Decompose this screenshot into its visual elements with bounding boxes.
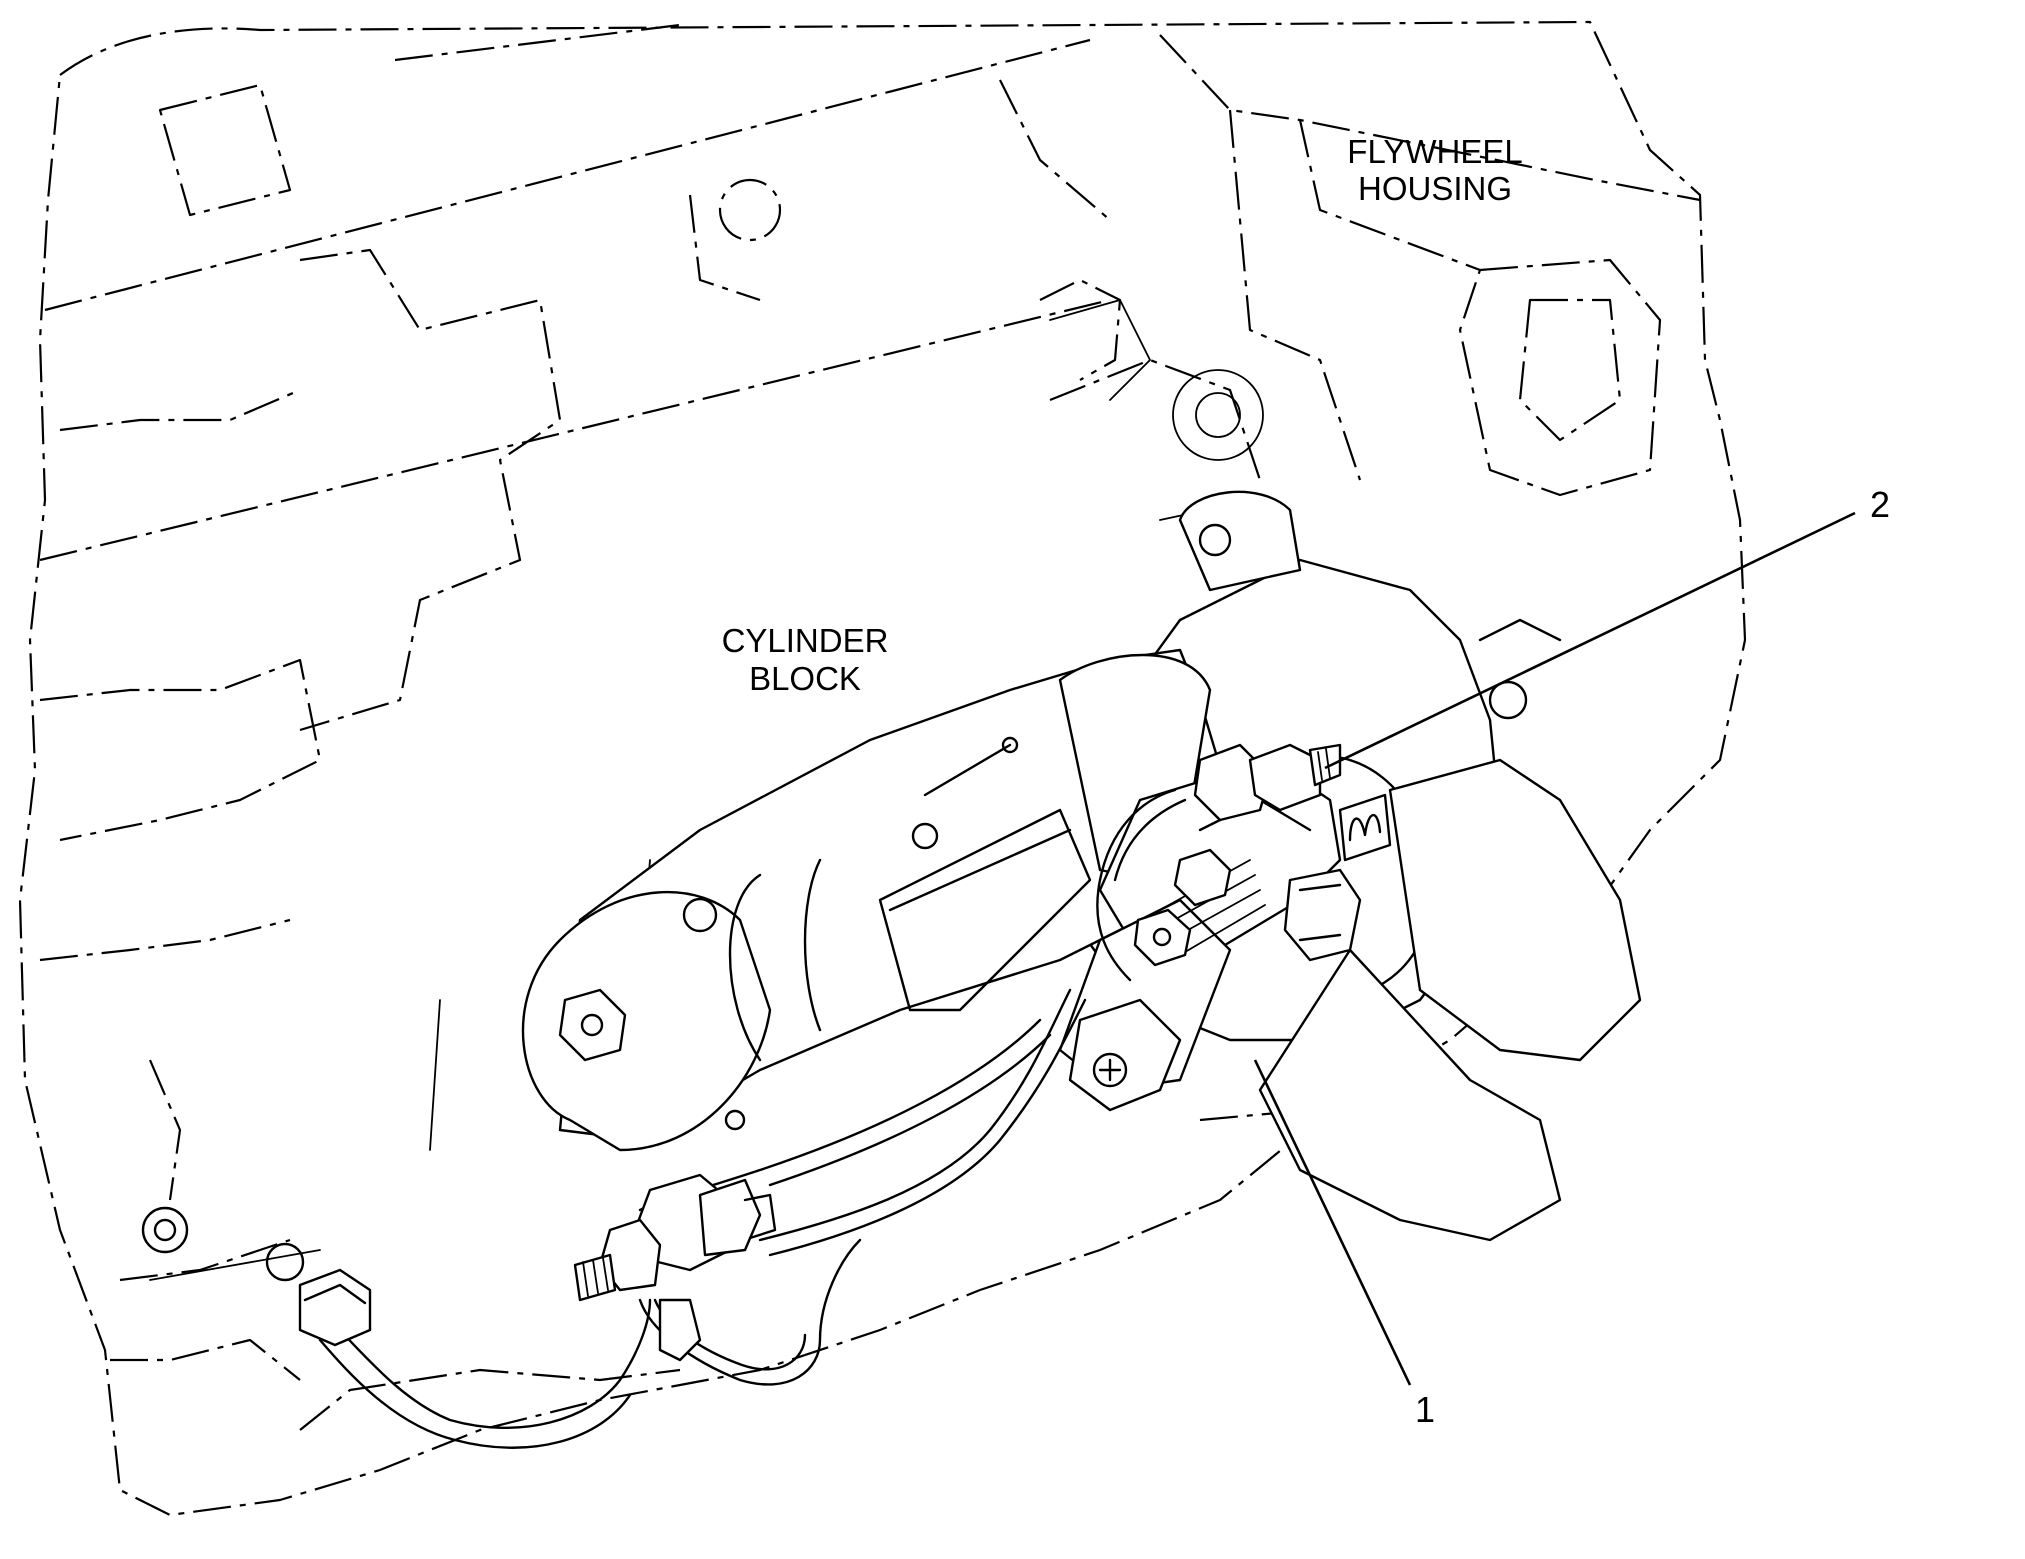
flywheel-housing-label-line1: FLYWHEEL bbox=[1347, 133, 1522, 170]
callout-2-number: 2 bbox=[1870, 484, 1890, 525]
callout-1-leader bbox=[1253, 1059, 1412, 1386]
cylinder-block-label-line1: CYLINDER bbox=[722, 622, 889, 659]
wiring-harness bbox=[141, 788, 1187, 1449]
component-labels: FLYWHEEL HOUSING CYLINDER BLOCK bbox=[722, 133, 1523, 697]
callout-1-number: 1 bbox=[1415, 1389, 1435, 1430]
cylinder-block-label-line2: BLOCK bbox=[749, 660, 861, 697]
starter-motor bbox=[521, 490, 1642, 1242]
callout-2-leader bbox=[1324, 511, 1856, 770]
flywheel-housing-label-line2: HOUSING bbox=[1358, 170, 1512, 207]
callouts: 2 1 bbox=[1253, 484, 1890, 1430]
